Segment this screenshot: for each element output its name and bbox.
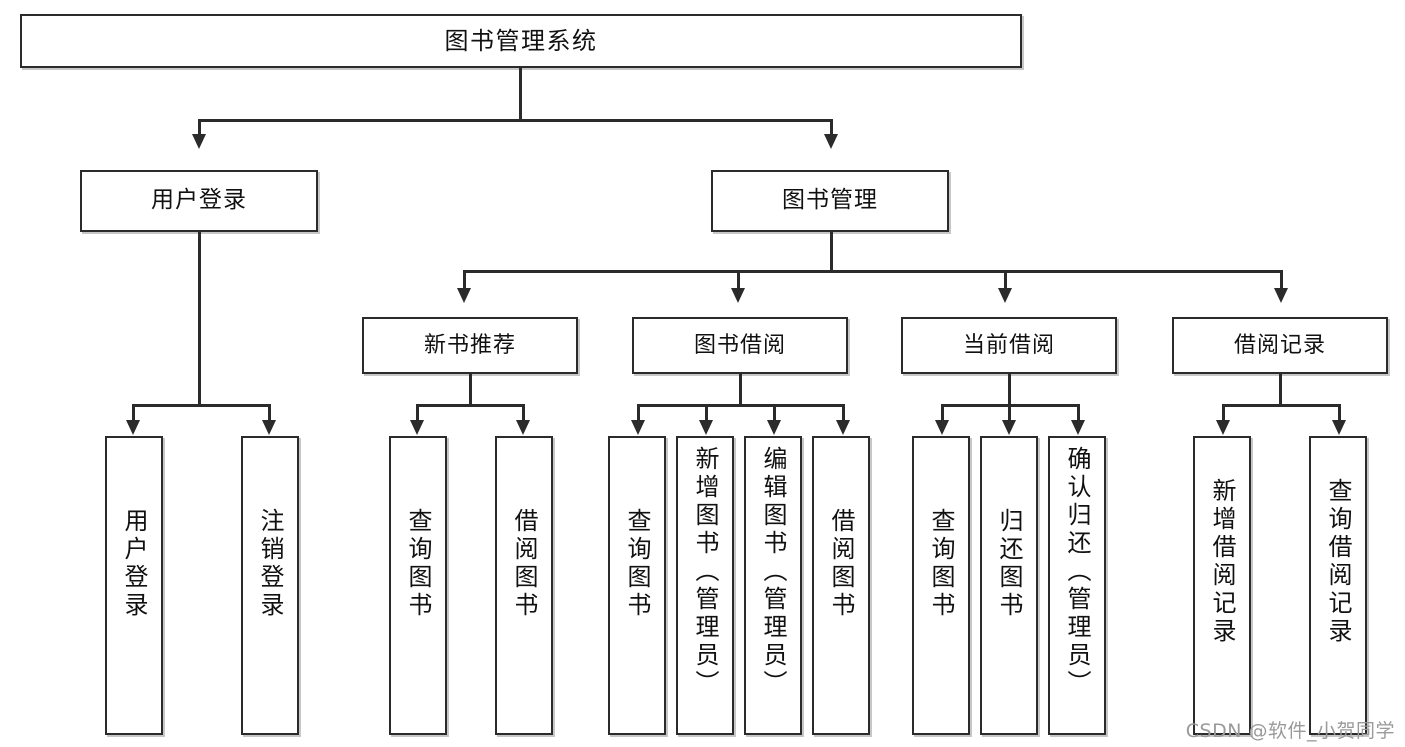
node-label: 查询图书 — [404, 508, 432, 620]
edge-borrowrecord-drop-1 — [1222, 404, 1225, 422]
edge-newbook-stem — [469, 374, 472, 405]
node-label: 查询图书 — [927, 508, 955, 620]
node-label: 查询借阅记录 — [1324, 478, 1352, 646]
leaf-borrowrecord-query-record[interactable]: 查询借阅记录 — [1309, 436, 1367, 735]
edge-root-drop-left — [198, 119, 201, 137]
arrow-to-leaf-newbook-2 — [516, 420, 530, 435]
edge-newbook-bus — [416, 404, 522, 407]
leaf-bookborrow-edit-book-admin[interactable]: 编辑图书（管理员） — [744, 436, 802, 735]
edge-root-bus — [198, 119, 832, 122]
edge-root-stem — [519, 68, 522, 120]
arrow-to-leaf-currentborrow-2 — [1002, 420, 1016, 435]
edge-bookborrow-drop-1 — [637, 404, 640, 422]
node-label: 用户登录 — [120, 508, 148, 620]
edge-book-management-stem — [830, 232, 833, 271]
arrow-to-leaf-borrowrecord-2 — [1332, 420, 1346, 435]
edge-newbook-drop-1 — [416, 404, 419, 422]
edge-bm-drop-1 — [463, 270, 466, 290]
edge-bookborrow-drop-4 — [842, 404, 845, 422]
edge-user-login-drop-2 — [268, 404, 271, 422]
leaf-bookborrow-add-book-admin[interactable]: 新增图书（管理员） — [676, 436, 734, 735]
leaf-bookborrow-query-book[interactable]: 查询图书 — [608, 436, 666, 735]
leaf-newbook-borrow-book[interactable]: 借阅图书 — [495, 436, 553, 735]
arrow-to-leaf-user-login — [126, 420, 140, 435]
leaf-newbook-query-book[interactable]: 查询图书 — [389, 436, 447, 735]
edge-bookborrow-bus — [637, 404, 842, 407]
node-label: 新增借阅记录 — [1208, 478, 1236, 646]
arrow-to-leaf-bookborrow-2 — [699, 420, 713, 435]
node-label: 当前借阅 — [962, 332, 1055, 358]
node-label: 借阅图书 — [510, 508, 538, 620]
leaf-logout[interactable]: 注销登录 — [241, 436, 299, 735]
arrow-to-leaf-currentborrow-3 — [1071, 420, 1085, 435]
edge-currentborrow-drop-1 — [941, 404, 944, 422]
node-label: 新增图书（管理员） — [691, 446, 719, 698]
leaf-currentborrow-query-book[interactable]: 查询图书 — [912, 436, 970, 735]
node-current-borrow[interactable]: 当前借阅 — [901, 317, 1117, 374]
node-new-book-recommend[interactable]: 新书推荐 — [362, 317, 578, 374]
edge-book-management-bus — [463, 270, 1283, 273]
edge-bm-drop-2 — [737, 270, 740, 290]
node-label: 图书借阅 — [693, 332, 786, 358]
edge-user-login-stem — [198, 232, 201, 405]
node-label: 借阅图书 — [827, 508, 855, 620]
node-label: 注销登录 — [256, 508, 284, 620]
arrow-to-book-borrow — [731, 288, 745, 303]
arrow-to-user-login — [192, 134, 206, 149]
node-label: 用户登录 — [151, 187, 247, 214]
edge-bookborrow-stem — [739, 374, 742, 405]
leaf-currentborrow-return-book[interactable]: 归还图书 — [980, 436, 1038, 735]
edge-root-drop-right — [830, 119, 833, 137]
node-label: 查询图书 — [623, 508, 651, 620]
edge-borrowrecord-stem — [1279, 374, 1282, 405]
arrow-to-leaf-currentborrow-1 — [935, 420, 949, 435]
node-label: 新书推荐 — [423, 332, 516, 358]
arrow-to-new-book-recommend — [457, 288, 471, 303]
edge-currentborrow-stem — [1008, 374, 1011, 405]
arrow-to-leaf-borrowrecord-1 — [1216, 420, 1230, 435]
node-label: 编辑图书（管理员） — [759, 446, 787, 698]
node-borrow-record[interactable]: 借阅记录 — [1172, 317, 1388, 374]
node-book-management[interactable]: 图书管理 — [711, 170, 949, 232]
edge-bm-drop-4 — [1280, 270, 1283, 290]
arrow-to-leaf-newbook-1 — [410, 420, 424, 435]
csdn-watermark: CSDN @软件_小贺同学 — [1185, 720, 1395, 742]
edge-newbook-drop-2 — [522, 404, 525, 422]
arrow-to-book-management — [824, 134, 838, 149]
edge-currentborrow-drop-2 — [1008, 404, 1011, 422]
node-book-borrow[interactable]: 图书借阅 — [632, 317, 848, 374]
edge-bookborrow-drop-2 — [705, 404, 708, 422]
edge-bookborrow-drop-3 — [773, 404, 776, 422]
edge-bm-drop-3 — [1004, 270, 1007, 290]
leaf-borrowrecord-add-record[interactable]: 新增借阅记录 — [1193, 436, 1251, 735]
leaf-user-login[interactable]: 用户登录 — [105, 436, 163, 735]
node-user-login[interactable]: 用户登录 — [80, 170, 318, 232]
node-label: 图书管理系统 — [444, 26, 598, 55]
arrow-to-leaf-bookborrow-3 — [767, 420, 781, 435]
edge-user-login-bus — [132, 404, 268, 407]
arrow-to-borrow-record — [1274, 288, 1288, 303]
node-label: 确认归还（管理员） — [1063, 446, 1091, 698]
leaf-currentborrow-confirm-return-admin[interactable]: 确认归还（管理员） — [1048, 436, 1106, 735]
edge-borrowrecord-bus — [1222, 404, 1338, 407]
edge-borrowrecord-drop-2 — [1338, 404, 1341, 422]
leaf-bookborrow-borrow-book[interactable]: 借阅图书 — [812, 436, 870, 735]
node-root-book-management-system[interactable]: 图书管理系统 — [20, 14, 1022, 68]
node-label: 借阅记录 — [1233, 332, 1326, 358]
node-label: 归还图书 — [995, 508, 1023, 620]
edge-user-login-drop-1 — [132, 404, 135, 422]
arrow-to-leaf-bookborrow-1 — [631, 420, 645, 435]
edge-currentborrow-drop-3 — [1077, 404, 1080, 422]
node-label: 图书管理 — [782, 187, 878, 214]
arrow-to-current-borrow — [998, 288, 1012, 303]
arrow-to-leaf-bookborrow-4 — [836, 420, 850, 435]
arrow-to-leaf-logout — [262, 420, 276, 435]
